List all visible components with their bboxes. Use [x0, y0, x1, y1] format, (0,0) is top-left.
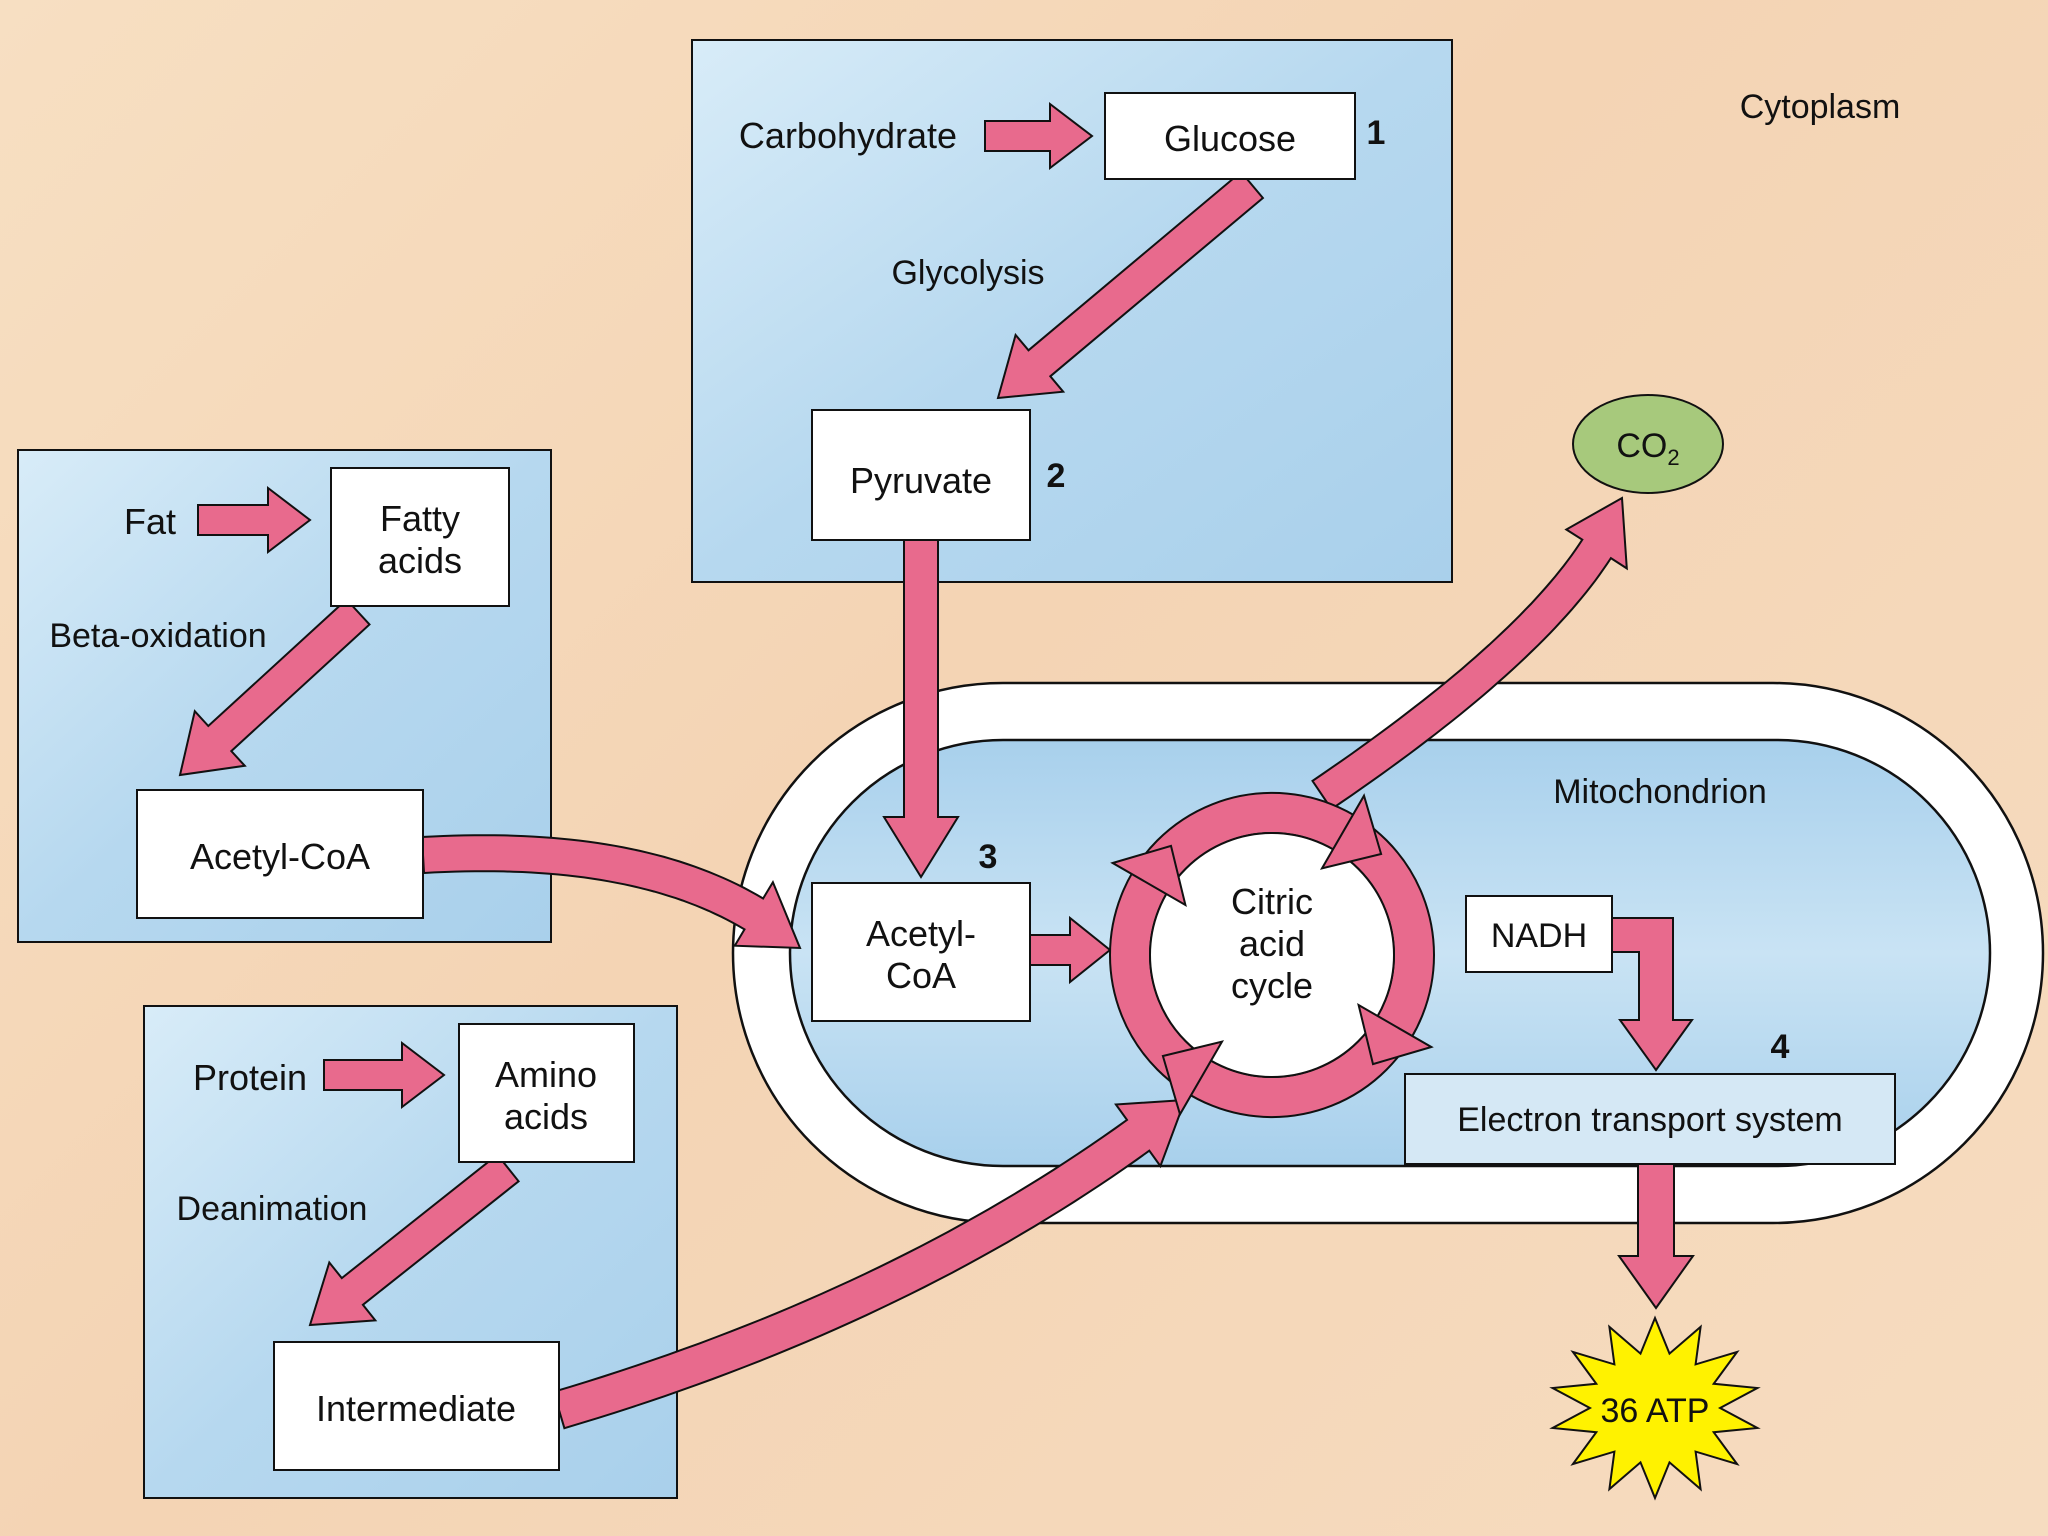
ets-label: Electron transport system	[1457, 1101, 1842, 1139]
cycle-arrowhead-2	[1357, 1002, 1434, 1066]
carbohydrate-to-glucose-arrow	[984, 101, 1094, 171]
co2-label: CO2	[1616, 427, 1679, 470]
cycle-to-co2-arrow	[1311, 496, 1628, 811]
fat-label: Fat	[124, 501, 176, 542]
glucose-to-pyruvate-arrow	[996, 170, 1265, 400]
fat-acetyl-coa-label: Acetyl-CoA	[190, 836, 370, 877]
step-3-label: 3	[979, 838, 998, 876]
intermediate-label: Intermediate	[316, 1388, 516, 1429]
fatty-acids-line1: Fatty	[380, 498, 460, 539]
citric-line2: acid	[1239, 923, 1305, 964]
atp-starburst	[1549, 1315, 1761, 1501]
intermediate-to-cycle-arrow	[552, 1098, 1187, 1430]
fatty-acids-line2: acids	[378, 540, 462, 581]
glycolysis-label: Glycolysis	[891, 254, 1044, 292]
co2-subscript: 2	[1667, 445, 1679, 470]
ets-to-atp-arrow	[1617, 1163, 1695, 1310]
amino-acids-line1: Amino	[495, 1054, 597, 1095]
carbohydrate-label: Carbohydrate	[739, 115, 957, 156]
mito-acetyl-line2: CoA	[886, 955, 956, 996]
glucose-box	[1104, 92, 1356, 180]
nadh-to-ets-arrow	[1611, 917, 1694, 1072]
pathway-arrows	[178, 101, 1695, 1430]
citric-line1: Citric	[1231, 881, 1313, 922]
step-4-label: 4	[1771, 1028, 1790, 1066]
citric-line3: cycle	[1231, 965, 1313, 1006]
nadh-label: NADH	[1491, 917, 1587, 955]
glucose-label: Glucose	[1164, 118, 1296, 159]
cycle-center	[1149, 832, 1395, 1078]
pyruvate-label: Pyruvate	[850, 460, 992, 501]
deanimation-label: Deanimation	[177, 1190, 368, 1228]
amino-acids-to-intermediate-arrow	[308, 1153, 521, 1327]
step-1-label: 1	[1367, 114, 1386, 152]
amino-acids-box	[458, 1023, 635, 1163]
cycle-arrowhead-3	[1161, 1040, 1225, 1117]
cycle-arrowhead-1	[1319, 793, 1383, 870]
nadh-box	[1465, 895, 1613, 973]
beta-oxidation-label: Beta-oxidation	[49, 617, 266, 655]
mito-acetyl-line1: Acetyl-	[866, 913, 976, 954]
fat-acetyl-coa-box	[136, 789, 424, 919]
mito-acetyl-coa-box	[811, 882, 1031, 1022]
cycle-arrowhead-4	[1110, 844, 1187, 908]
intermediate-box	[273, 1341, 560, 1471]
co2-ellipse	[1572, 394, 1724, 494]
fatty-acids-box	[330, 467, 510, 607]
cytoplasm-label: Cytoplasm	[1740, 88, 1901, 126]
electron-transport-box	[1404, 1073, 1896, 1165]
fat-to-fatty-acids-arrow	[197, 485, 312, 555]
pyruvate-box	[811, 409, 1031, 541]
fatty-acids-to-acetyl-coa-arrow	[178, 598, 371, 777]
pyruvate-to-acetyl-coa-arrow	[882, 539, 960, 879]
amino-acids-line2: acids	[504, 1096, 588, 1137]
mito-acetyl-to-cycle-arrow	[1029, 915, 1112, 985]
protein-label: Protein	[193, 1057, 307, 1098]
step-2-label: 2	[1047, 457, 1066, 495]
protein-to-amino-acids-arrow	[323, 1040, 446, 1110]
citric-acid-cycle-ring	[1108, 792, 1436, 1118]
fat-acetyl-coa-to-mito-arrow	[420, 834, 802, 950]
co2-main-text: CO	[1616, 427, 1667, 465]
mitochondrion-label: Mitochondrion	[1553, 773, 1767, 811]
atp-label: 36 ATP	[1601, 1392, 1710, 1430]
